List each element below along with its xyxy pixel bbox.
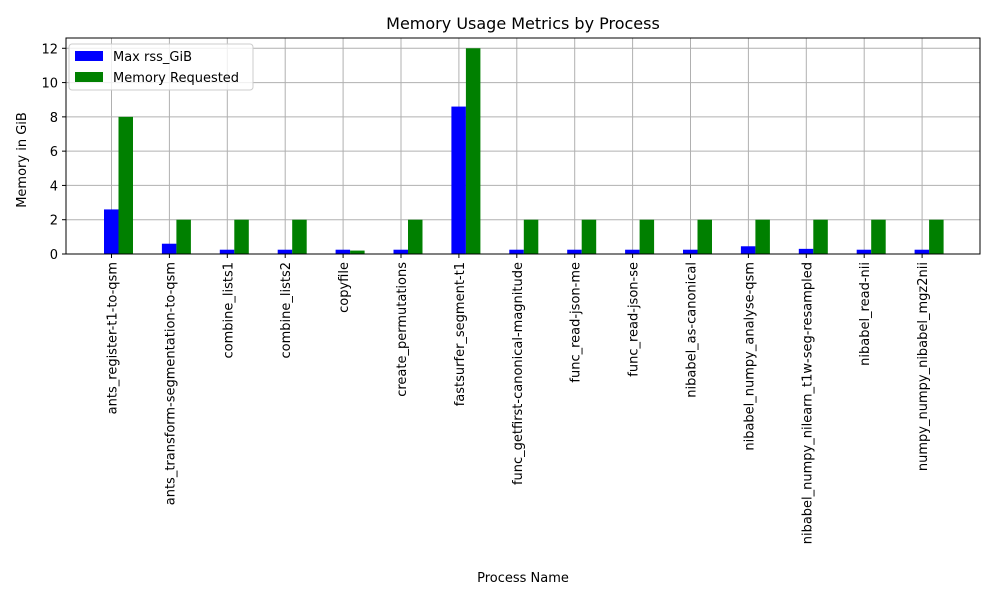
legend: Max rss_GiB Memory Requested xyxy=(68,43,254,91)
plot-frame xyxy=(65,37,981,255)
x-axis-ticks: ants_register-t1-to-qsm ants_transform-se… xyxy=(106,254,931,544)
x-tick-label: func_getfirst-canonical-magnitude xyxy=(511,262,526,485)
bar-max-rss xyxy=(914,249,930,254)
bar-memory-requested xyxy=(408,219,423,254)
x-tick-label: copyfile xyxy=(337,262,352,313)
x-axis-label: Process Name xyxy=(477,571,569,586)
bar-max-rss xyxy=(509,249,524,254)
bar-memory-requested xyxy=(871,219,886,254)
x-tick-label: nibabel_numpy_nilearn_t1w-seg-resampled xyxy=(800,262,815,544)
bar-memory-requested xyxy=(813,219,828,254)
y-axis-ticks: 0 2 4 6 8 10 12 xyxy=(41,42,66,263)
x-tick-label: ants_register-t1-to-qsm xyxy=(106,262,121,414)
bar-memory-requested xyxy=(639,219,655,254)
bar-max-rss xyxy=(335,249,351,254)
y-tick-label: 8 xyxy=(50,111,58,126)
x-tick-label: create_permutations xyxy=(395,262,410,397)
bar-max-rss xyxy=(393,249,408,254)
bar-max-rss xyxy=(451,106,466,254)
bar-memory-requested xyxy=(234,219,249,254)
bar-memory-requested xyxy=(697,219,712,254)
x-tick-label: func_read-json-me xyxy=(569,262,584,383)
bar-max-rss xyxy=(856,249,872,254)
bar-max-rss xyxy=(104,209,119,254)
legend-box xyxy=(68,43,254,91)
x-tick-label: nibabel_as-canonical xyxy=(685,262,700,398)
chart-title: Memory Usage Metrics by Process xyxy=(386,14,660,33)
x-tick-label: ants_transform-segmentation-to-qsm xyxy=(163,262,178,505)
bar-memory-requested xyxy=(118,116,133,254)
legend-swatch xyxy=(75,72,103,82)
x-tick-label: combine_lists2 xyxy=(279,262,294,359)
bar-memory-requested xyxy=(581,219,597,254)
bar-max-rss xyxy=(161,243,177,254)
legend-label: Memory Requested xyxy=(113,71,239,86)
bar-memory-requested xyxy=(523,219,539,254)
bar-max-rss xyxy=(277,249,293,254)
y-tick-label: 4 xyxy=(50,179,58,194)
bar-max-rss xyxy=(625,249,640,254)
bar-max-rss xyxy=(219,249,235,254)
x-tick-label: func_read-json-se xyxy=(627,262,642,377)
bar-memory-requested xyxy=(755,219,770,254)
y-tick-label: 2 xyxy=(50,214,58,229)
bar-max-rss xyxy=(683,249,698,254)
legend-swatch xyxy=(75,51,103,61)
bar-memory-requested xyxy=(176,219,191,254)
x-tick-label: nibabel_numpy_analyse-qsm xyxy=(742,262,757,451)
bar-memory-requested xyxy=(292,219,307,254)
legend-label: Max rss_GiB xyxy=(113,50,192,65)
x-tick-label: fastsurfer_segment-t1 xyxy=(453,262,468,406)
y-tick-label: 12 xyxy=(41,42,58,57)
x-tick-label: numpy_numpy_nibabel_mgz2nii xyxy=(916,262,931,471)
bar-max-rss xyxy=(567,249,582,254)
bar-memory-requested xyxy=(929,219,944,254)
y-axis-label: Memory in GiB xyxy=(15,112,30,208)
bar-memory-requested xyxy=(350,250,365,254)
y-tick-label: 6 xyxy=(50,145,58,160)
x-tick-label: nibabel_read-nii xyxy=(858,262,873,366)
x-tick-label: combine_lists1 xyxy=(221,262,236,359)
bar-memory-requested xyxy=(465,48,481,255)
y-tick-label: 10 xyxy=(41,77,58,92)
y-tick-label: 0 xyxy=(50,248,58,263)
bar-max-rss xyxy=(798,248,814,254)
bar-max-rss xyxy=(740,246,756,254)
bars xyxy=(104,48,944,255)
